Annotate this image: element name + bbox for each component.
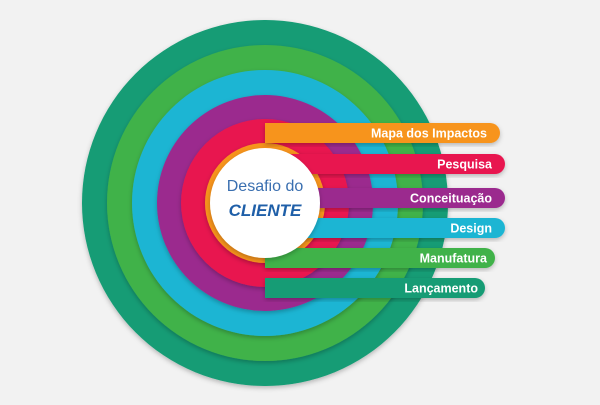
center-title-line2: CLIENTE	[229, 201, 302, 220]
label-mapa-dos-impactos: Mapa dos Impactos	[371, 127, 487, 141]
label-design: Design	[450, 222, 492, 236]
tab-pesquisa	[265, 154, 505, 174]
tab-design	[265, 218, 505, 238]
tab-lancamento	[265, 278, 485, 298]
tab-mapa-dos-impactos	[265, 123, 500, 143]
label-conceituacao: Conceituação	[410, 192, 492, 206]
center-disc	[210, 148, 320, 258]
center-title-line1: Desafio do	[227, 178, 304, 195]
label-manufatura: Manufatura	[420, 252, 488, 266]
tab-conceituacao	[265, 188, 505, 208]
tab-manufatura	[265, 248, 495, 268]
label-pesquisa: Pesquisa	[437, 158, 493, 172]
label-lancamento: Lançamento	[404, 282, 478, 296]
